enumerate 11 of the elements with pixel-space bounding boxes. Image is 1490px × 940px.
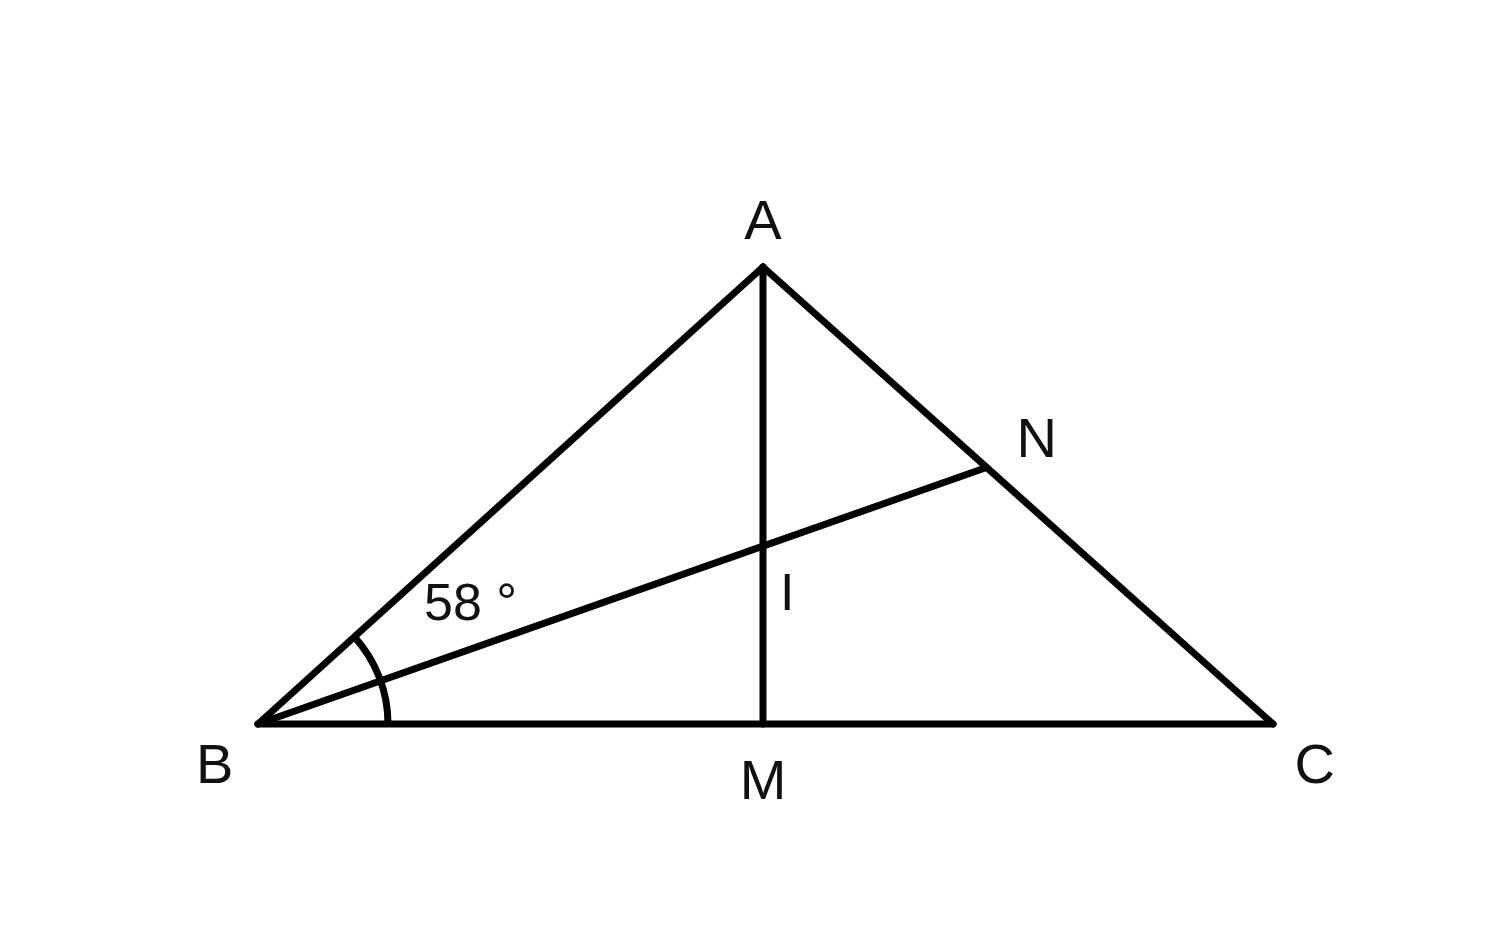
point-label: C — [1273, 724, 1335, 792]
point-label: A — [735, 192, 791, 267]
line-segment — [759, 263, 1277, 728]
line-segment — [759, 263, 767, 728]
point-label: M — [733, 724, 793, 808]
line-segment — [254, 720, 1277, 728]
point-label: N — [985, 410, 1057, 468]
line-segment — [254, 464, 989, 728]
point-label: B — [196, 724, 258, 792]
angle-label: 58 ° — [424, 576, 518, 628]
point-label: I — [780, 566, 795, 618]
